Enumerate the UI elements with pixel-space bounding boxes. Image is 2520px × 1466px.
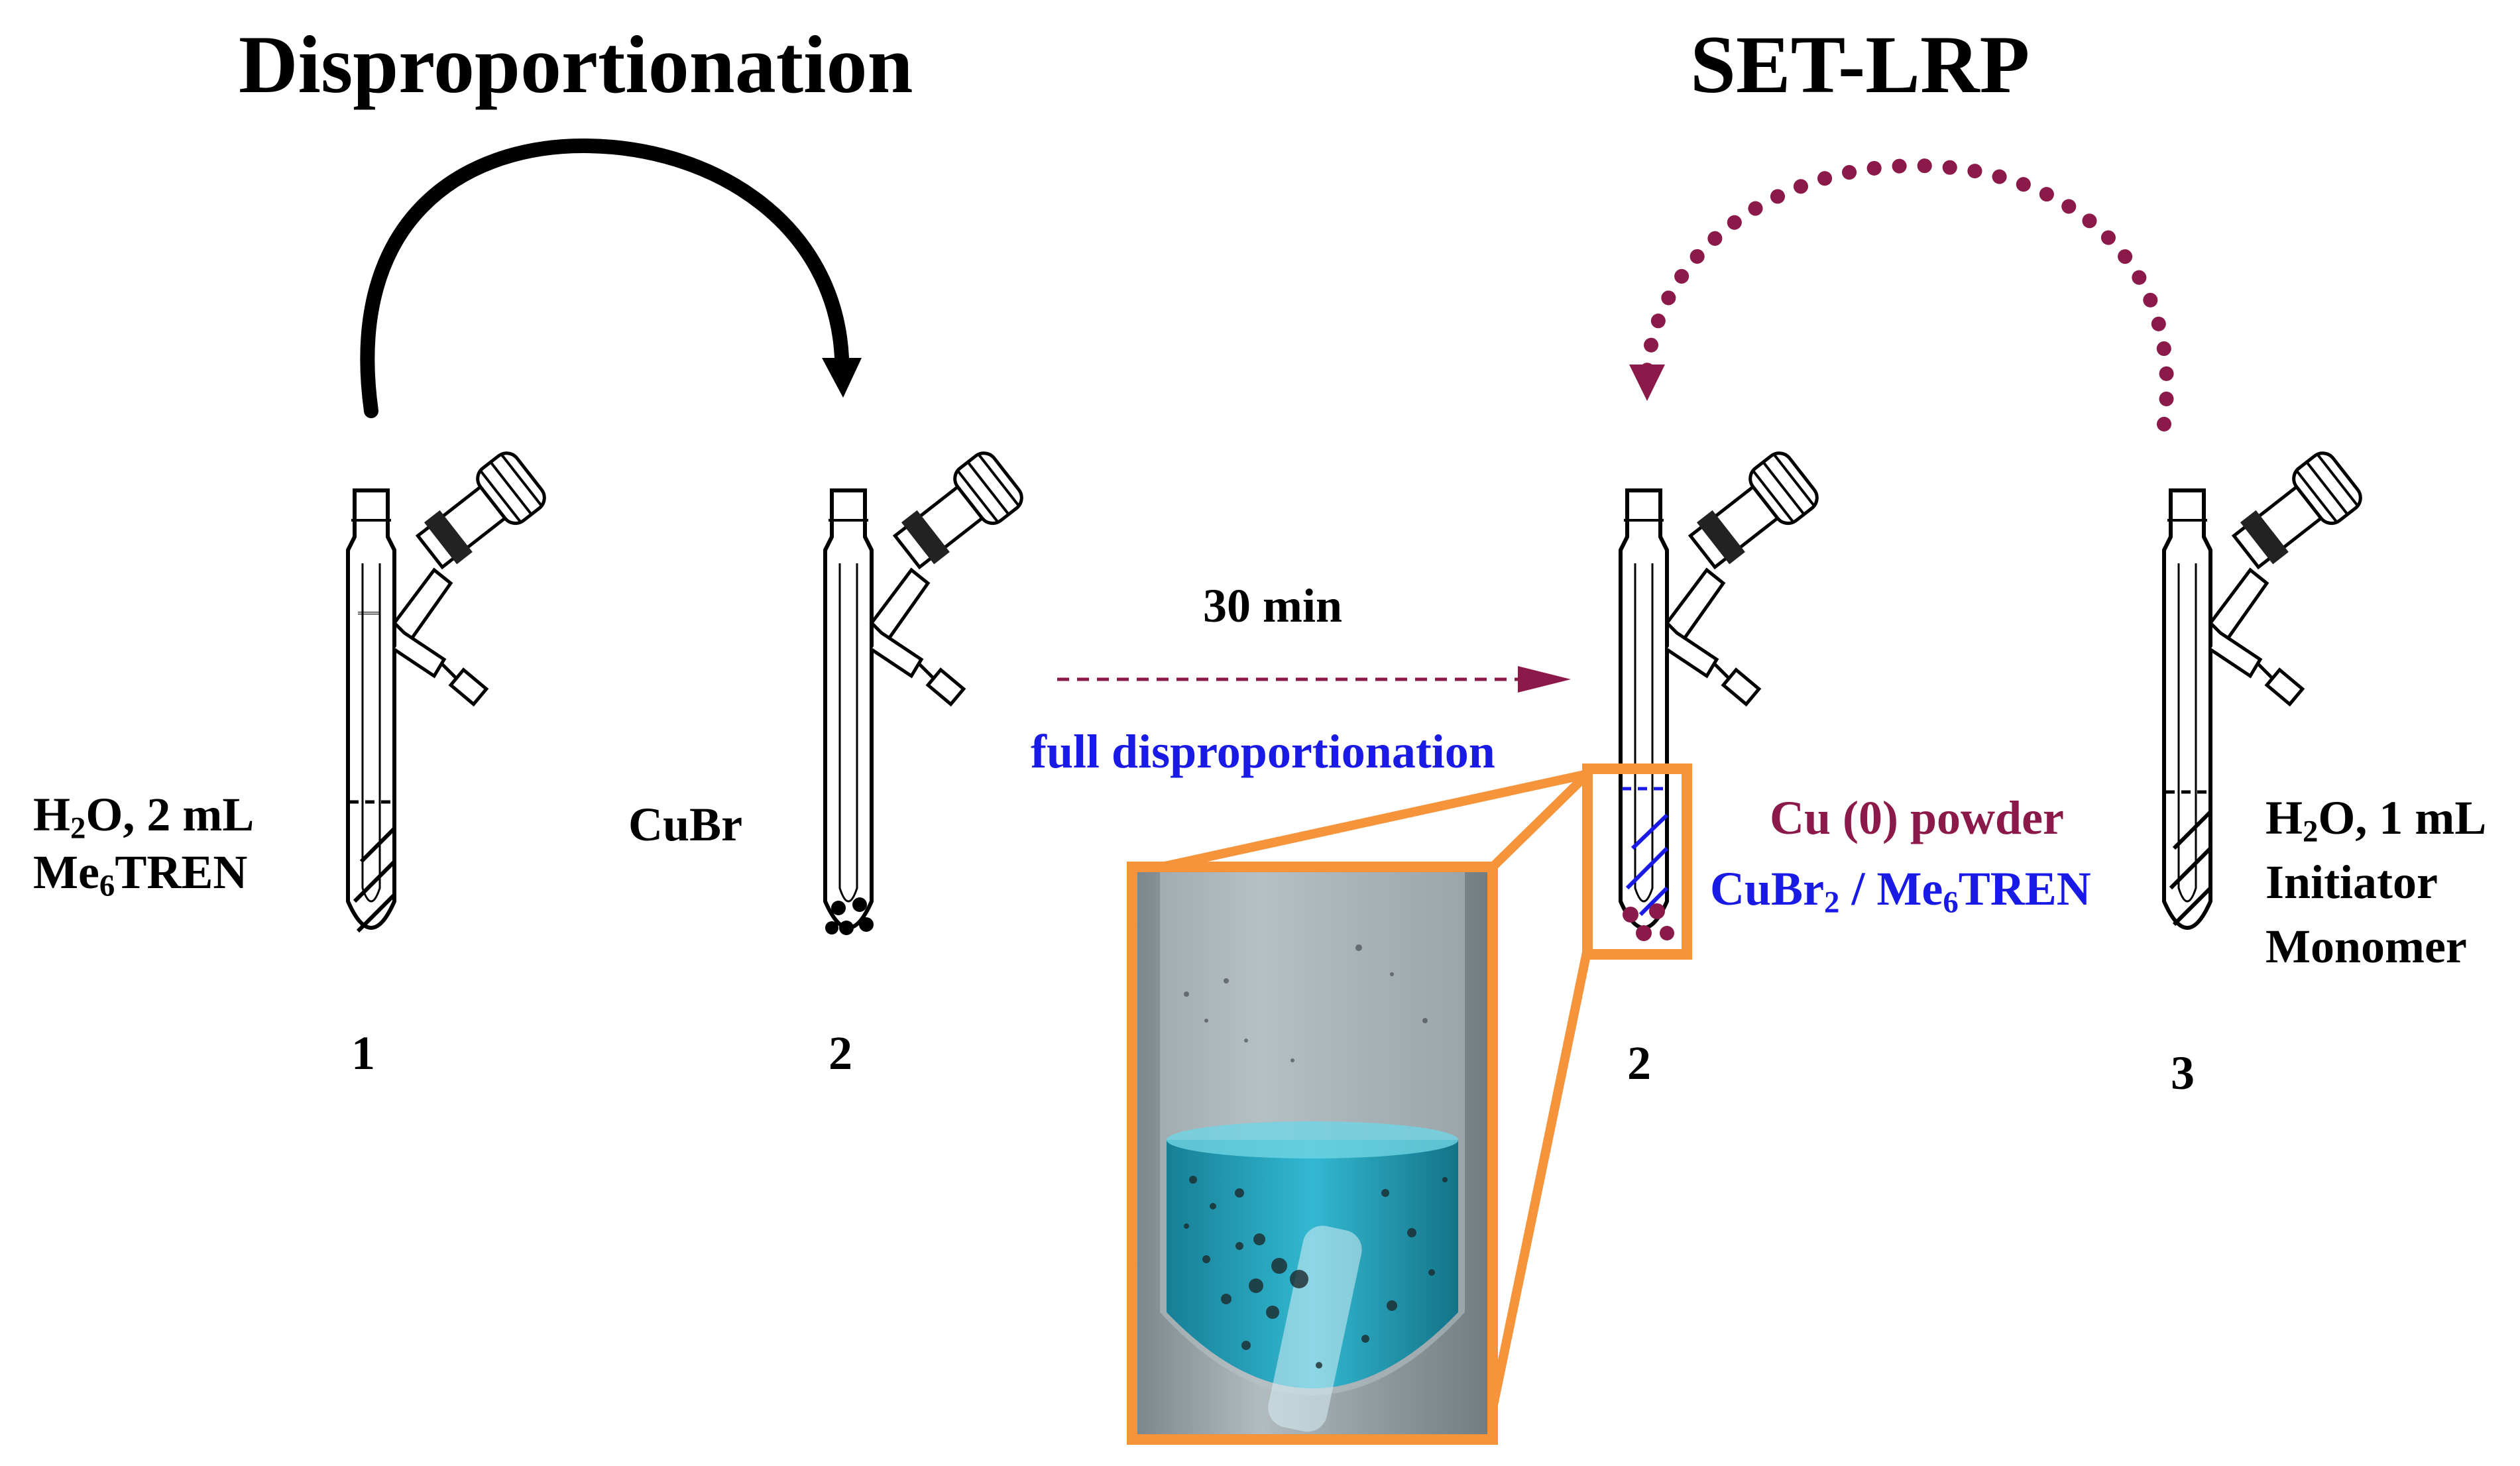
schlenk-tube-1: ═══ xyxy=(346,451,546,933)
schlenk-tube-icon xyxy=(823,451,1023,930)
schlenk-tube-3 xyxy=(2162,451,2362,930)
title-set-lrp: SET-LRP xyxy=(1690,19,2030,110)
svg-text:═══: ═══ xyxy=(357,608,381,619)
tube3-monomer-line: Monomer xyxy=(2265,920,2467,974)
tube-number-2-reaction: 2 xyxy=(1627,1037,1651,1090)
arrowhead-icon xyxy=(1518,666,1571,693)
tube3-initiator-line: Initiator xyxy=(2265,856,2438,909)
disproportionation-result: full disproportionation xyxy=(1031,725,1495,778)
dotted-curved-arrow-icon xyxy=(1640,158,2174,431)
tube3-water-line: H2O, 1 mL xyxy=(2265,791,2487,849)
tube3-reagents: H2O, 1 mL Initiator Monomer xyxy=(2265,791,2487,974)
cu0-powder-label: Cu (0) powder xyxy=(1770,791,2064,844)
schlenk-tube-icon xyxy=(2162,451,2362,930)
solution-photo xyxy=(1137,872,1487,1434)
schlenk-tube-2 xyxy=(823,451,1023,935)
tube1-ligand-line: Me6TREN xyxy=(33,846,248,903)
tube-number-1: 1 xyxy=(351,1027,375,1080)
zoom-connector xyxy=(1133,769,1592,877)
tube1-water-line: H2O, 2 mL xyxy=(33,788,255,846)
photo-frame xyxy=(1127,862,1498,1445)
cubr-powder xyxy=(825,897,874,935)
schlenk-tube-icon: ═══ xyxy=(346,451,546,930)
curved-arrow-icon xyxy=(360,138,849,418)
tube-number-2: 2 xyxy=(829,1027,852,1080)
tube-number-3: 3 xyxy=(2171,1046,2195,1100)
cubr2-complex-label: CuBr2 / Me6TREN xyxy=(1710,862,2091,920)
zoom-highlight-box xyxy=(1582,763,1692,960)
arrowhead-icon xyxy=(1629,365,1665,401)
reaction-time: 30 min xyxy=(1203,579,1343,632)
schlenk-tube-2-reaction xyxy=(1619,451,1819,941)
schlenk-tube-icon xyxy=(1619,451,1819,930)
tube2-reagent: CuBr xyxy=(628,798,743,851)
arrowhead-icon xyxy=(822,358,862,398)
cu0-particles xyxy=(1623,903,1674,941)
tube1-reagents: H2O, 2 mL Me6TREN xyxy=(33,788,255,903)
zoom-connector-lower xyxy=(1483,948,1592,1436)
title-disproportionation: Disproportionation xyxy=(239,19,913,110)
